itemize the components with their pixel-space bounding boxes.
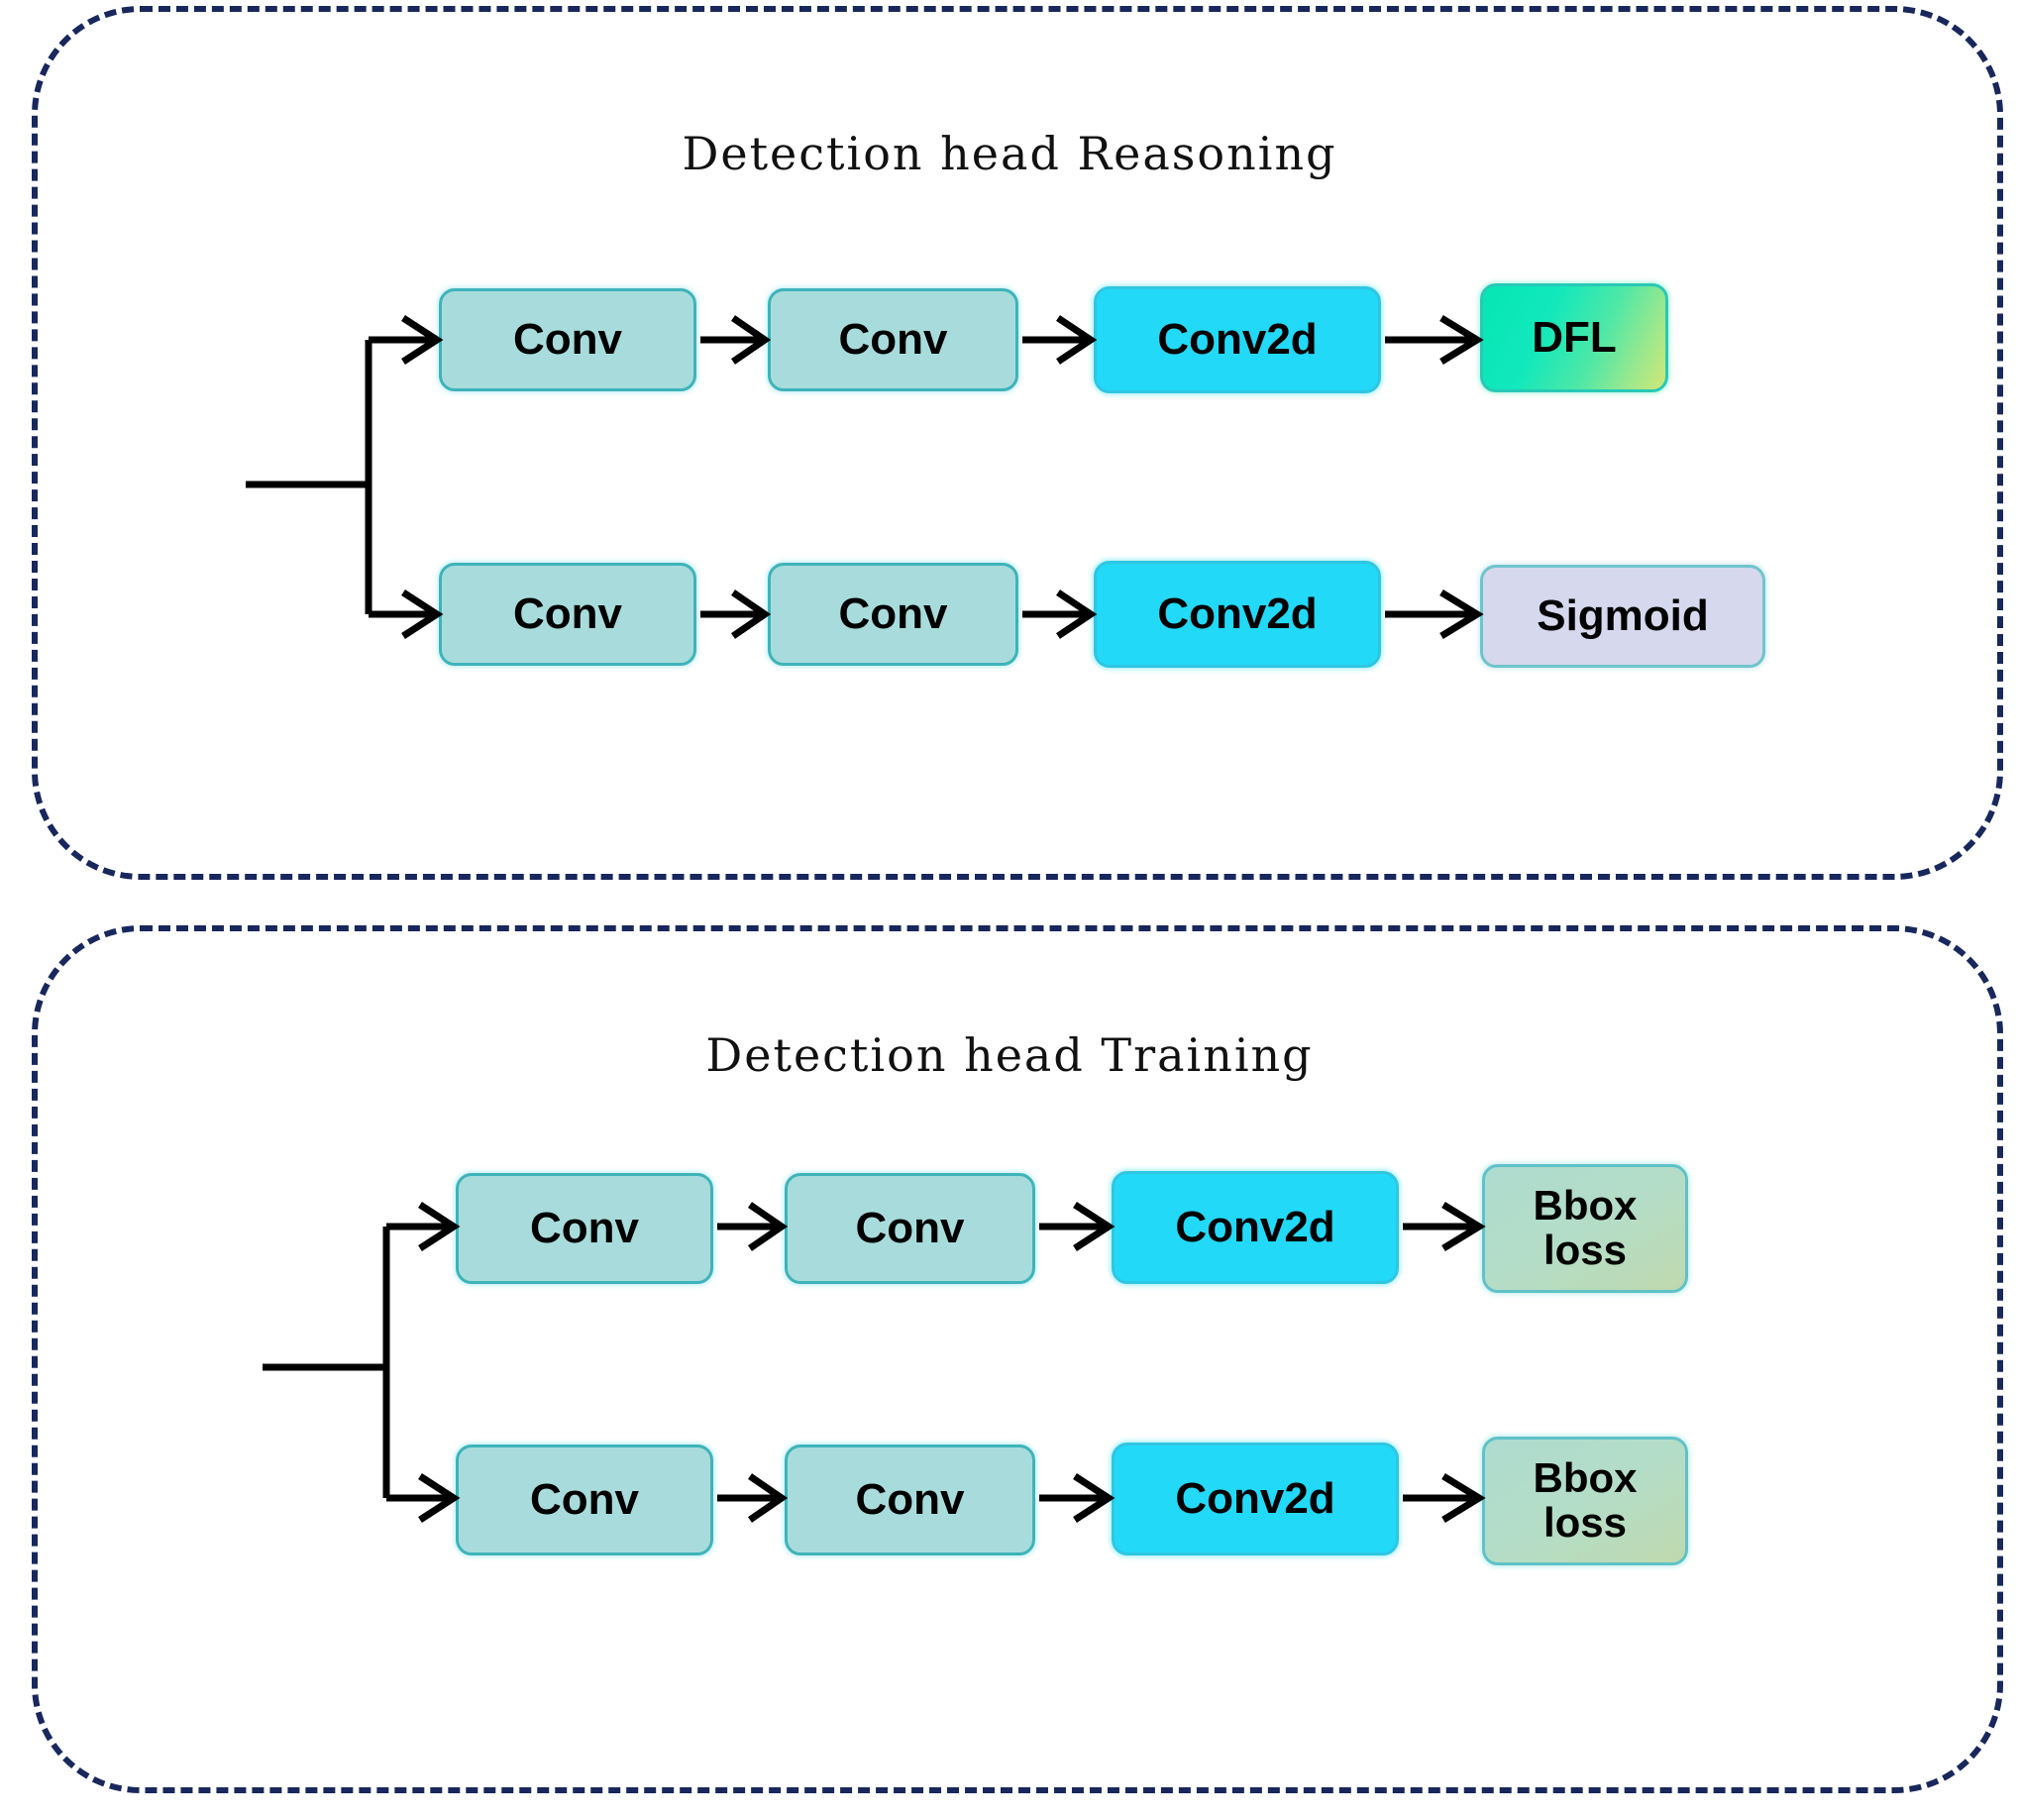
panel-detection-head-reasoning	[32, 6, 2003, 880]
panel-title-reasoning: Detection head Reasoning	[682, 127, 1337, 180]
panel-title-training: Detection head Training	[705, 1028, 1314, 1082]
node-training-top-conv2d[interactable]: Conv2d	[1112, 1171, 1399, 1284]
node-training-bottom-bbox-loss[interactable]: Bbox loss	[1482, 1437, 1688, 1565]
node-training-top-conv-2[interactable]: Conv	[785, 1173, 1035, 1284]
node-reasoning-top-conv-2[interactable]: Conv	[768, 288, 1018, 391]
node-training-bottom-conv-1[interactable]: Conv	[456, 1445, 713, 1555]
node-training-top-conv-1[interactable]: Conv	[456, 1173, 713, 1284]
node-reasoning-top-dfl[interactable]: DFL	[1480, 283, 1668, 392]
node-training-bottom-conv-2[interactable]: Conv	[785, 1445, 1035, 1555]
node-training-bottom-conv2d[interactable]: Conv2d	[1112, 1443, 1399, 1555]
node-reasoning-top-conv2d[interactable]: Conv2d	[1094, 286, 1381, 393]
node-reasoning-top-conv-1[interactable]: Conv	[439, 288, 696, 391]
node-training-top-bbox-loss[interactable]: Bbox loss	[1482, 1164, 1688, 1293]
node-reasoning-bottom-sigmoid[interactable]: Sigmoid	[1480, 565, 1765, 668]
node-reasoning-bottom-conv-1[interactable]: Conv	[439, 563, 696, 666]
panel-detection-head-training	[32, 925, 2003, 1793]
node-reasoning-bottom-conv-2[interactable]: Conv	[768, 563, 1018, 666]
node-reasoning-bottom-conv2d[interactable]: Conv2d	[1094, 561, 1381, 668]
